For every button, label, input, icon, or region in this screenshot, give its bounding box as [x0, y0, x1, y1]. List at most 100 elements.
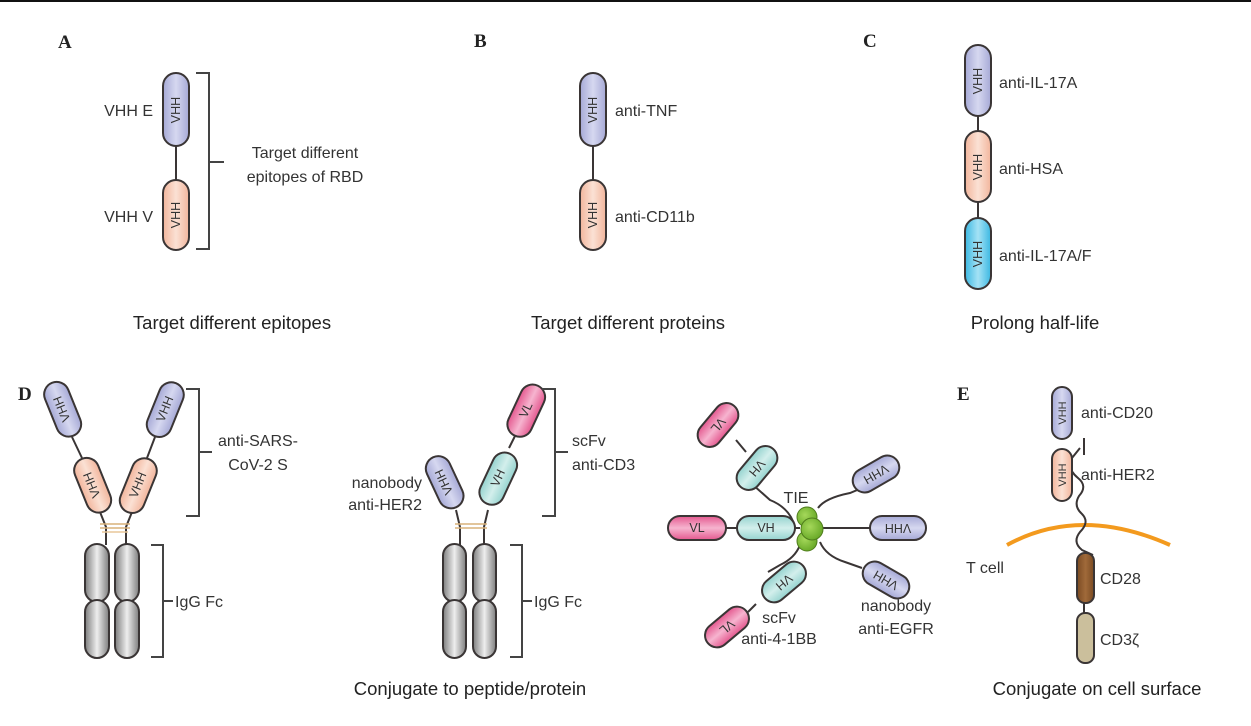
vhh-domain-right: VHH: [869, 515, 927, 541]
panel-letter-e: E: [957, 384, 970, 405]
bracket-fc: [151, 544, 173, 658]
panel-letter-a: A: [58, 32, 72, 53]
vl-domain-lower: VL: [704, 605, 750, 649]
vhh-domain-hsa: VHH: [964, 130, 992, 203]
tie-multivalent-construct: VL VH VL VH VH VL: [667, 402, 927, 649]
vhh-fc-construct: VHH VHH VHH VHH: [43, 380, 185, 659]
caption-d: Conjugate to peptide/protein: [354, 678, 586, 699]
label-igg-fc: IgG Fc: [175, 594, 223, 611]
domain-text: VHH: [971, 154, 985, 180]
vl-domain-cd3: VL: [506, 383, 547, 438]
linker: [767, 544, 801, 573]
vh-domain-cd3: VH: [478, 451, 519, 506]
label-anti-il17a: anti-IL-17A: [999, 75, 1078, 92]
linker: [455, 509, 461, 545]
label-anti-cd11b: anti-CD11b: [615, 209, 695, 226]
panel-a: A VHH VHH VHH E VHH V Target different e…: [58, 32, 363, 333]
vhh-domain-right-top: VHH: [145, 381, 185, 438]
igg-fc: [442, 543, 497, 659]
linker: [819, 541, 863, 569]
domain-text: VHH: [971, 68, 985, 94]
vhh-domain-left-top: VHH: [43, 380, 83, 438]
vl-domain-upper: VL: [696, 402, 740, 448]
vhh-domain-her2: VHH: [1051, 448, 1073, 502]
panel-letter-c: C: [863, 31, 877, 52]
transmembrane-linker: [1069, 447, 1094, 556]
label-cd28: CD28: [1100, 571, 1141, 588]
caption-c: Prolong half-life: [971, 312, 1100, 333]
linker: [817, 487, 863, 509]
domain-text: VHH: [586, 97, 600, 123]
linker: [747, 603, 757, 613]
caption-b: Target different proteins: [531, 312, 725, 333]
vh-domain-upper: VH: [735, 445, 779, 491]
label-scfv-41bb-line1: scFv: [762, 610, 796, 627]
label-vhh-e: VHH E: [104, 103, 153, 120]
vhh-domain-cd11b: VHH: [579, 179, 607, 251]
vl-domain-middle: VL: [667, 515, 727, 541]
vhh-domain-left-bottom: VHH: [73, 456, 113, 514]
domain-text: VH: [488, 467, 508, 489]
label-anti-her2: anti-HER2: [1081, 467, 1155, 484]
tie-core: [796, 506, 824, 552]
bracket-scfv: [542, 388, 568, 517]
domain-text: VHH: [169, 202, 183, 228]
label-nanobody-egfr-line2: anti-EGFR: [858, 621, 934, 638]
hinge-disulfide: [455, 523, 487, 529]
panel-e: E VHH VHH anti-CD20 anti-HER2 T cell CD2…: [957, 384, 1201, 699]
domain-text: VHH: [586, 202, 600, 228]
vhh-domain-lower-right: VHH: [861, 560, 911, 600]
label-scfv-line2: anti-CD3: [572, 457, 635, 474]
panel-d: D VHH VHH VHH: [18, 380, 934, 699]
vhh-domain-cd20: VHH: [1051, 386, 1073, 440]
vhh-domain-her2: VHH: [424, 455, 465, 510]
bracket-fc: [510, 544, 532, 658]
label-anti-cd20: anti-CD20: [1081, 405, 1153, 422]
label-anti-sars-line2: CoV-2 S: [228, 457, 288, 474]
panel-b: B VHH VHH anti-TNF anti-CD11b Target dif…: [474, 31, 725, 333]
bracket: [196, 72, 224, 250]
panel-c: C VHH VHH VHH anti-IL-17A anti-HSA anti-…: [863, 31, 1099, 333]
linker: [71, 436, 107, 545]
hinge-disulfide: [100, 523, 130, 533]
domain-text: VL: [516, 400, 535, 420]
domain-text: VHH: [885, 521, 911, 535]
caption-e: Conjugate on cell surface: [993, 678, 1202, 699]
vh-domain-lower: VH: [761, 560, 807, 604]
domain-text: VL: [689, 521, 704, 535]
label-nanobody-line2: anti-HER2: [348, 497, 422, 514]
linker: [483, 435, 516, 545]
label-tie: TIE: [784, 490, 809, 507]
label-scfv-line1: scFv: [572, 433, 606, 450]
nanobody-scfv-fc-construct: VHH VH VL: [424, 383, 547, 659]
panel-letter-b: B: [474, 31, 487, 52]
label-nanobody-line1: nanobody: [352, 475, 422, 492]
vhh-domain-v: VHH: [162, 179, 190, 251]
label-anti-sars-line1: anti-SARS-: [218, 433, 298, 450]
label-scfv-41bb-line2: anti-4-1BB: [741, 631, 817, 648]
domain-text: VHH: [971, 241, 985, 267]
domain-text: VH: [757, 521, 774, 535]
domain-text: VHH: [1057, 463, 1069, 486]
bracket-vhh: [186, 388, 212, 517]
vhh-domain-il17a: VHH: [964, 44, 992, 117]
label-nanobody-egfr-line1: nanobody: [861, 598, 931, 615]
label-t-cell: T cell: [966, 560, 1004, 577]
label-anti-hsa: anti-HSA: [999, 161, 1063, 178]
cd28-domain: [1076, 552, 1095, 604]
vh-domain-middle: VH: [736, 515, 796, 541]
vhh-domain-tnf: VHH: [579, 72, 607, 147]
igg-fc: [84, 543, 140, 659]
label-igg-fc: IgG Fc: [534, 594, 582, 611]
label-vhh-v: VHH V: [104, 209, 153, 226]
label-anti-il17af: anti-IL-17A/F: [999, 248, 1092, 265]
vhh-domain-il17af: VHH: [964, 217, 992, 290]
membrane: [1006, 523, 1171, 547]
panel-letter-d: D: [18, 384, 32, 405]
label-anti-tnf: anti-TNF: [615, 103, 677, 120]
label-cd3z: CD3ζ: [1100, 632, 1139, 649]
top-border: [0, 0, 1251, 2]
bracket-label-line2: epitopes of RBD: [247, 169, 364, 186]
vhh-domain-upper-right: VHH: [851, 454, 901, 494]
